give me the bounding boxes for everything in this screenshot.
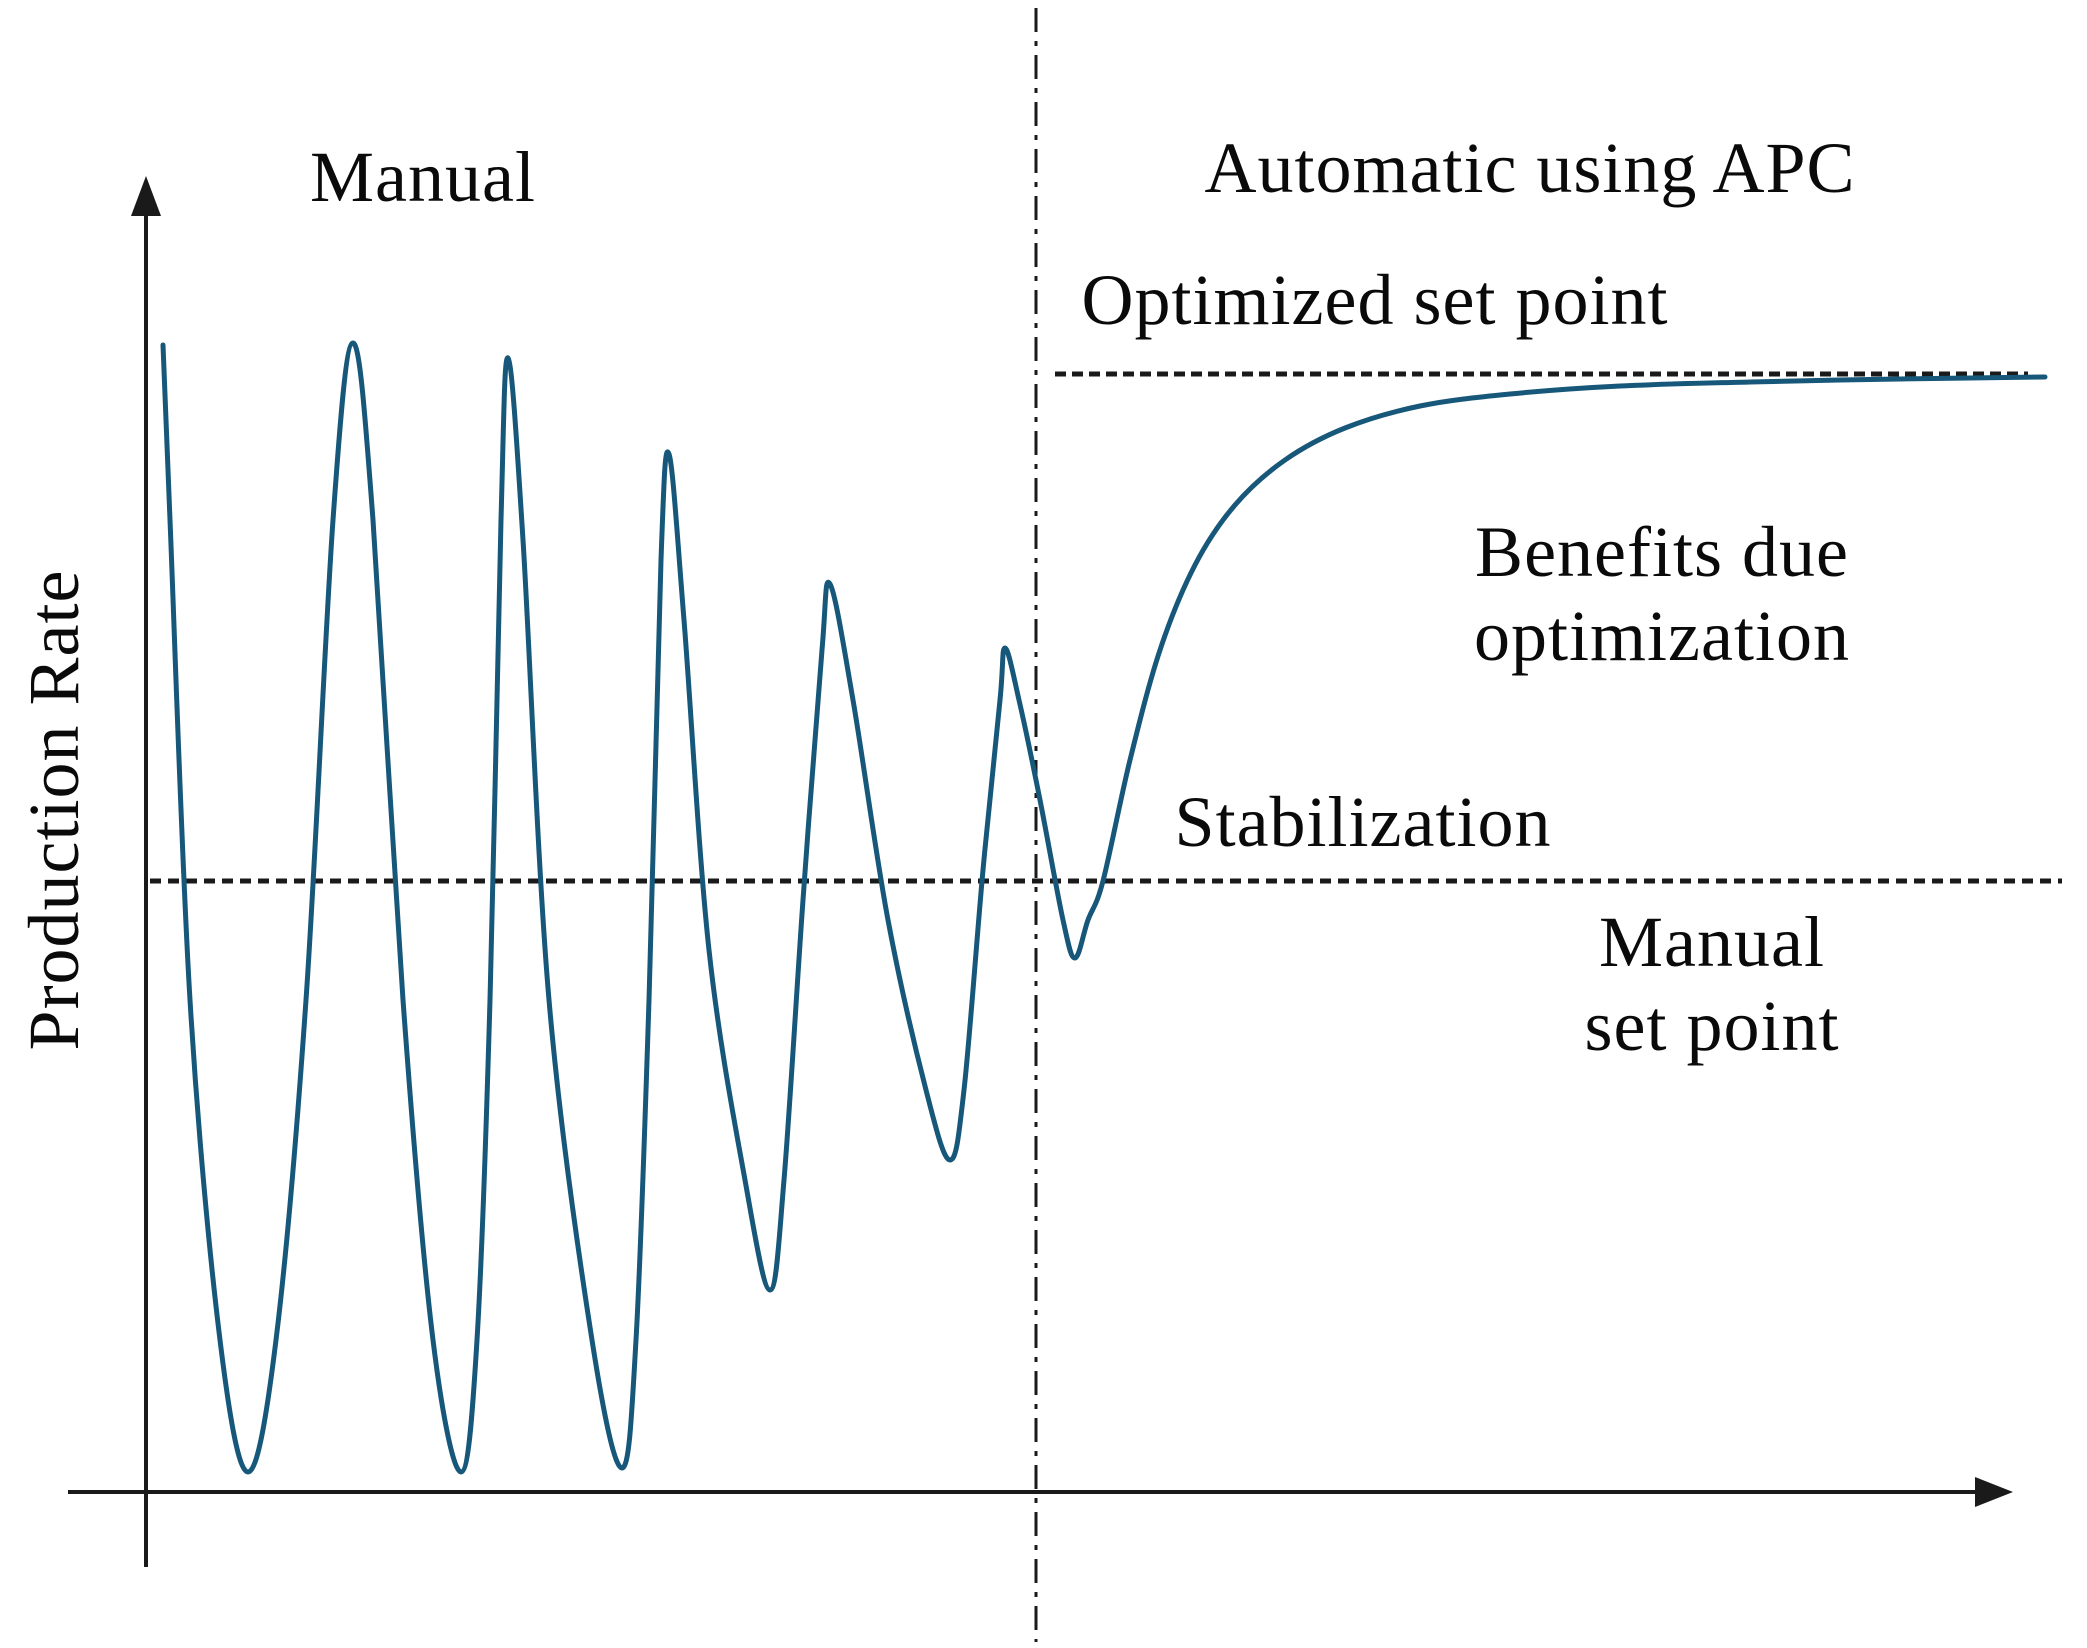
manual-set-point-label: Manual set point	[1585, 900, 1840, 1068]
manual-phase-label: Manual	[310, 137, 536, 217]
production-rate-curve	[160, 340, 2048, 1475]
manual-set-point-label-line1: Manual	[1599, 902, 1825, 982]
manual-set-point-label-line2: set point	[1584, 986, 1840, 1066]
benefits-label-line2: optimization	[1474, 596, 1850, 676]
optimized-set-point-label: Optimized set point	[1081, 260, 1669, 340]
benefits-label-line1: Benefits due	[1475, 512, 1849, 592]
automatic-phase-label: Automatic using APC	[1204, 128, 1856, 208]
y-axis-arrowhead	[131, 176, 161, 216]
x-axis-arrowhead	[1975, 1477, 2013, 1507]
benefits-label: Benefits due optimization	[1474, 510, 1850, 678]
y-axis-label: Production Rate	[14, 569, 94, 1051]
stabilization-label: Stabilization	[1174, 782, 1552, 862]
